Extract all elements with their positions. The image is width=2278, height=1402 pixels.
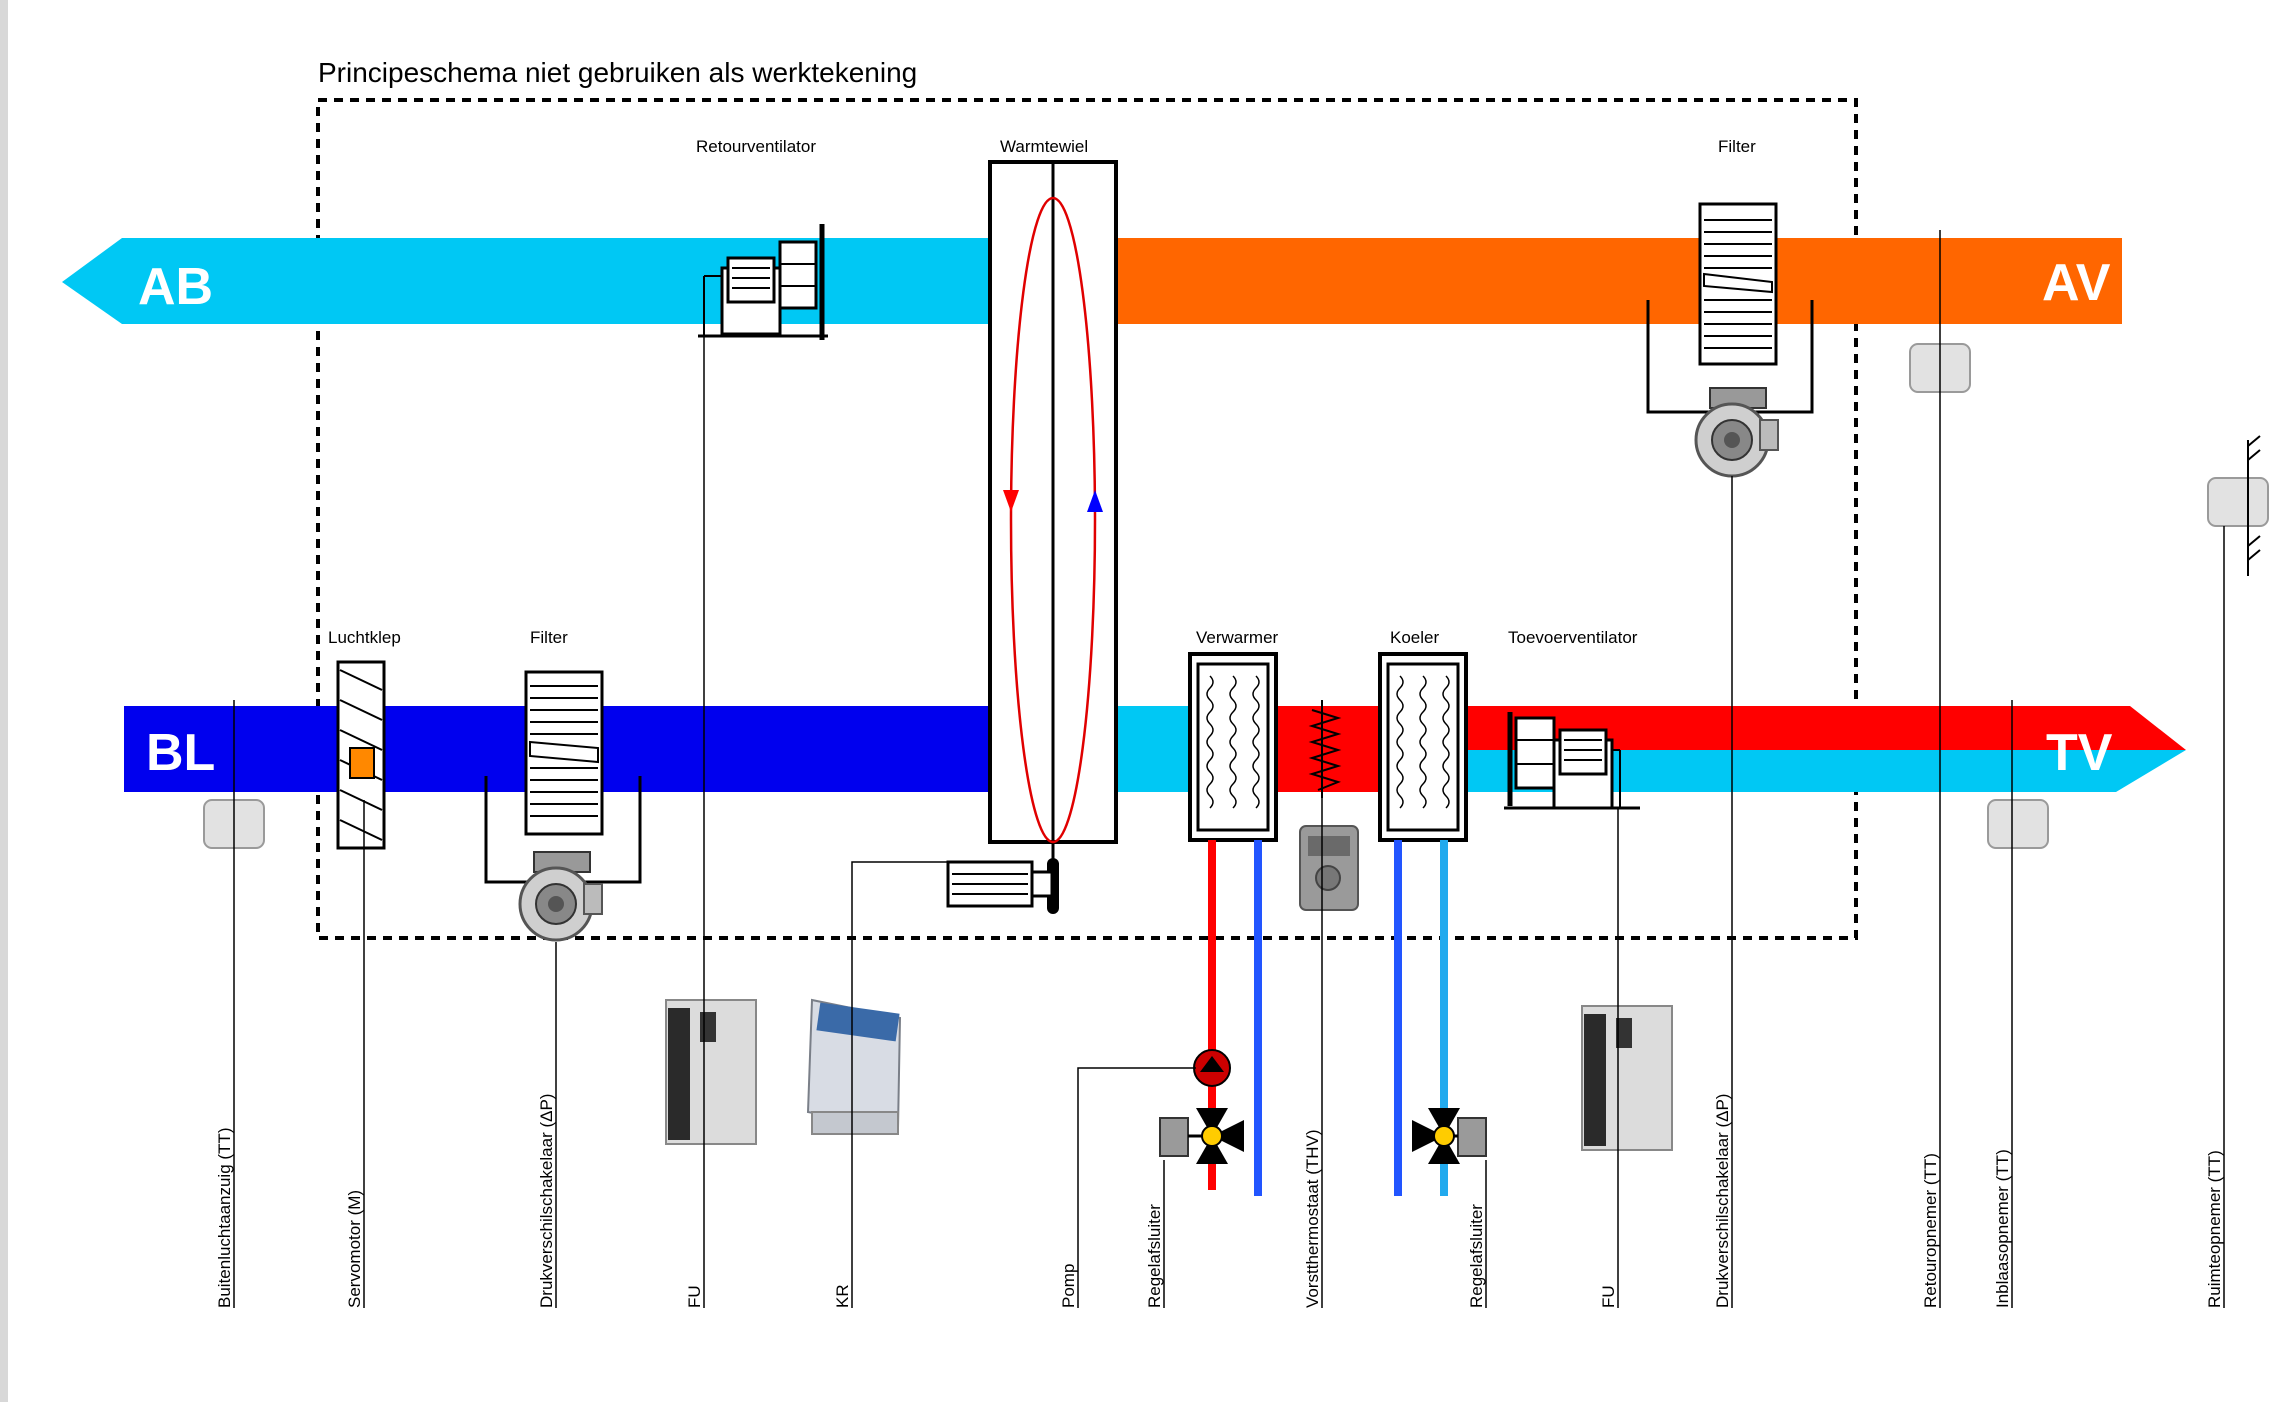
cooler-coil [1378, 652, 1468, 842]
frequency-converter-return-icon [665, 999, 757, 1145]
label-return-sensor: Retouropnemer (TT) [1921, 1153, 1940, 1308]
outdoor-air-label: BL [146, 724, 215, 782]
label-supply-sensor: Inblaasopnemer (TT) [1993, 1149, 2012, 1308]
label-controller: KR [833, 1284, 852, 1308]
label-dp-switch-return: Drukverschilschakelaar (ΔP) [1713, 1094, 1732, 1308]
supply-temp-sensor-icon [1987, 799, 2049, 849]
supply-fan-label: Toevoerventilator [1508, 628, 1638, 647]
supply-air-red-tip [2116, 706, 2186, 750]
frost-thermostat-icon [1299, 825, 1359, 911]
supply-air-label: TV [2046, 724, 2113, 782]
return-dp-switch-icon [1694, 387, 1779, 478]
label-frost-thermostat: Vorstthermostaat (THV) [1303, 1129, 1322, 1308]
exhaust-air-label: AB [138, 258, 213, 316]
return-fan-label: Retourventilator [696, 137, 816, 156]
diagram-title: Principeschema niet gebruiken als werkte… [318, 57, 917, 88]
return-filter [1646, 202, 1814, 414]
label-servomotor: Servomotor (M) [345, 1190, 364, 1308]
heater-control-valve-icon [1159, 1108, 1244, 1164]
return-filter-label: Filter [1718, 137, 1756, 156]
label-heater-valve: Regelafsluiter [1145, 1204, 1164, 1308]
cooler-label: Koeler [1390, 628, 1439, 647]
heater-coil [1188, 652, 1278, 842]
supply-air-cyan-tip [2116, 750, 2186, 792]
supply-dp-switch-icon [518, 851, 603, 942]
label-dp-switch-supply: Drukverschilschakelaar (ΔP) [537, 1094, 556, 1308]
frequency-converter-supply-icon [1581, 1005, 1673, 1151]
return-air-band [1116, 238, 2122, 324]
supply-filter-label: Filter [530, 628, 568, 647]
cooler-control-valve-icon [1412, 1108, 1487, 1164]
damper-label: Luchtklep [328, 628, 401, 647]
heater-label: Verwarmer [1196, 628, 1279, 647]
outdoor-damper [336, 660, 386, 850]
label-fu-supply: FU [1599, 1285, 1618, 1308]
room-temp-sensor-icon [2207, 435, 2269, 576]
heat-wheel-label: Warmtewiel [1000, 137, 1088, 156]
return-fan [698, 224, 828, 340]
unit-boundary [316, 98, 1858, 940]
pump-icon [1193, 1049, 1231, 1087]
label-pump: Pomp [1059, 1264, 1078, 1308]
return-air-label: AV [2042, 254, 2111, 312]
label-fu-return: FU [685, 1285, 704, 1308]
frost-thermostat-coil [1308, 700, 1342, 798]
label-cooler-valve: Regelafsluiter [1467, 1204, 1486, 1308]
supply-mid-red [1270, 706, 1380, 792]
supply-fan [1504, 712, 1640, 810]
controller-icon [806, 998, 902, 1135]
heat-wheel [988, 160, 1118, 914]
wheel-motor [946, 860, 1054, 908]
signal-label-group: Buitenluchtaanzuig (TT) Servomotor (M) D… [215, 1094, 2224, 1308]
label-outdoor-temp: Buitenluchtaanzuig (TT) [215, 1128, 234, 1308]
label-room-sensor: Ruimteopnemer (TT) [2205, 1150, 2224, 1308]
signal-lines [233, 230, 2225, 1308]
left-edge [0, 0, 8, 1402]
